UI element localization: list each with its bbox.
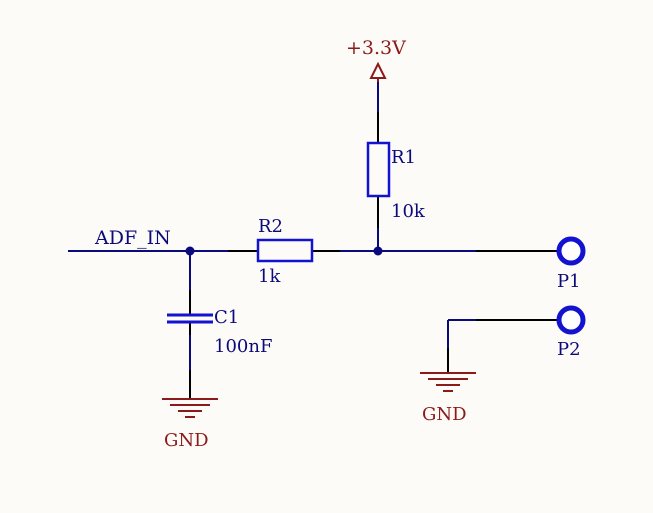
p2-connector-pad[interactable] — [556, 305, 586, 335]
ground-icon — [162, 398, 218, 418]
c1-capacitor[interactable] — [167, 313, 213, 324]
ground-icon — [420, 372, 476, 392]
p2-designator: P2 — [557, 339, 581, 360]
p1-connector-pad[interactable] — [556, 236, 586, 266]
r2-resistor-body[interactable] — [256, 238, 314, 263]
c1-designator: C1 — [214, 307, 239, 328]
gnd-label-p2: GND — [422, 404, 467, 425]
power-label: +3.3V — [346, 37, 406, 59]
r1-resistor-body[interactable] — [366, 141, 391, 198]
p1-designator: P1 — [557, 271, 581, 292]
component-leads — [189, 112, 557, 398]
c1-value: 100nF — [214, 336, 272, 357]
r1-value: 10k — [391, 201, 426, 222]
power-arrow-icon — [369, 61, 387, 82]
wires — [68, 82, 476, 370]
r2-value: 1k — [258, 266, 281, 287]
junction-dot-r1 — [373, 246, 383, 256]
gnd-label-c1: GND — [164, 430, 209, 451]
r1-designator: R1 — [391, 147, 416, 168]
net-label-adf-in: ADF_IN — [94, 227, 171, 249]
r2-designator: R2 — [258, 216, 283, 237]
junction-dot-adf — [185, 246, 195, 256]
